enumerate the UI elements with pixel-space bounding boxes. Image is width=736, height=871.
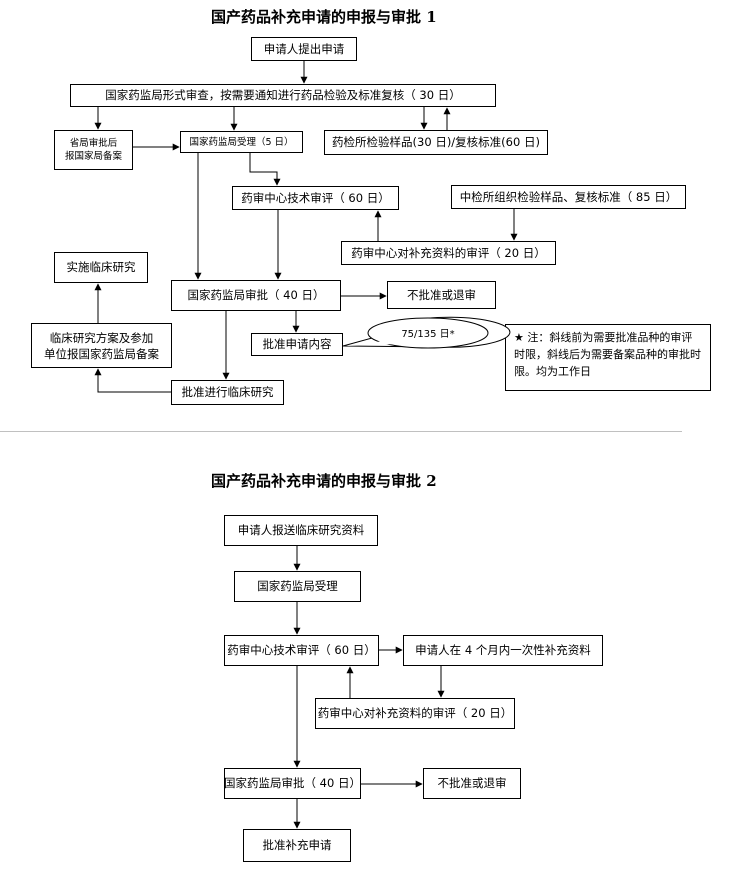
flow1-accept-box: 国家药监局受理（5 日）: [180, 131, 303, 153]
flow1-reject-box: 不批准或退审: [387, 281, 496, 309]
flow1-approve-content-box: 批准申请内容: [251, 333, 343, 356]
section-divider: [0, 431, 682, 432]
flow1-drug-test-box: 药检所检验样品(30 日)/复核标准(60 日): [324, 130, 548, 155]
flow1-callout-text: 75/135 日*: [401, 329, 454, 340]
flow1-submit-box: 申请人提出申请: [251, 37, 357, 61]
flow1-provincial-box: 省局审批后 报国家局备案: [54, 130, 133, 170]
flow1-sfda-approval-box: 国家药监局审批（ 40 日）: [171, 280, 341, 311]
flow1-center-review-box: 药审中心技术审评（ 60 日）: [232, 186, 399, 210]
flow2-sfda-approval-box: 国家药监局审批（ 40 日）: [224, 768, 361, 799]
flow1-formal-review-box: 国家药监局形式审查，按需要通知进行药品检验及标准复核（ 30 日）: [70, 84, 496, 107]
flow2-center-review-box: 药审中心技术审评（ 60 日）: [224, 635, 379, 666]
flow1-approve-clinical-box: 批准进行临床研究: [171, 380, 284, 405]
flow2-reject-box: 不批准或退审: [423, 768, 521, 799]
flow1-clinical-impl-box: 实施临床研究: [54, 252, 148, 283]
flow1-callout: 75/135 日*: [342, 316, 511, 349]
flow2-supplement-review-box: 药审中心对补充资料的审评（ 20 日）: [315, 698, 515, 729]
flow1-note: ★ 注：斜线前为需要批准品种的审评时限，斜线后为需要备案品种的审批时限。均为工作…: [505, 324, 711, 391]
arrow-accept-to-center: [249, 153, 281, 186]
flow2-accept-box: 国家药监局受理: [234, 571, 361, 602]
flow2-supplement-box: 申请人在 4 个月内一次性补充资料: [403, 635, 603, 666]
flow1-title: 国产药品补充申请的申报与审批 1: [211, 8, 437, 26]
flow1-clinical-filing-box: 临床研究方案及参加 单位报国家药监局备案: [31, 323, 172, 368]
flow2-submit-clinical-box: 申请人报送临床研究资料: [224, 515, 378, 546]
flow2-title: 国产药品补充申请的申报与审批 2: [211, 472, 437, 490]
flow1-supplement-review-box: 药审中心对补充资料的审评（ 20 日）: [341, 241, 556, 265]
flow1-nicpbp-box: 中检所组织检验样品、复核标准（ 85 日）: [451, 185, 686, 209]
arrow-clinical-to-filing: [94, 368, 171, 393]
flow2-approve-supplement-box: 批准补充申请: [243, 829, 351, 862]
